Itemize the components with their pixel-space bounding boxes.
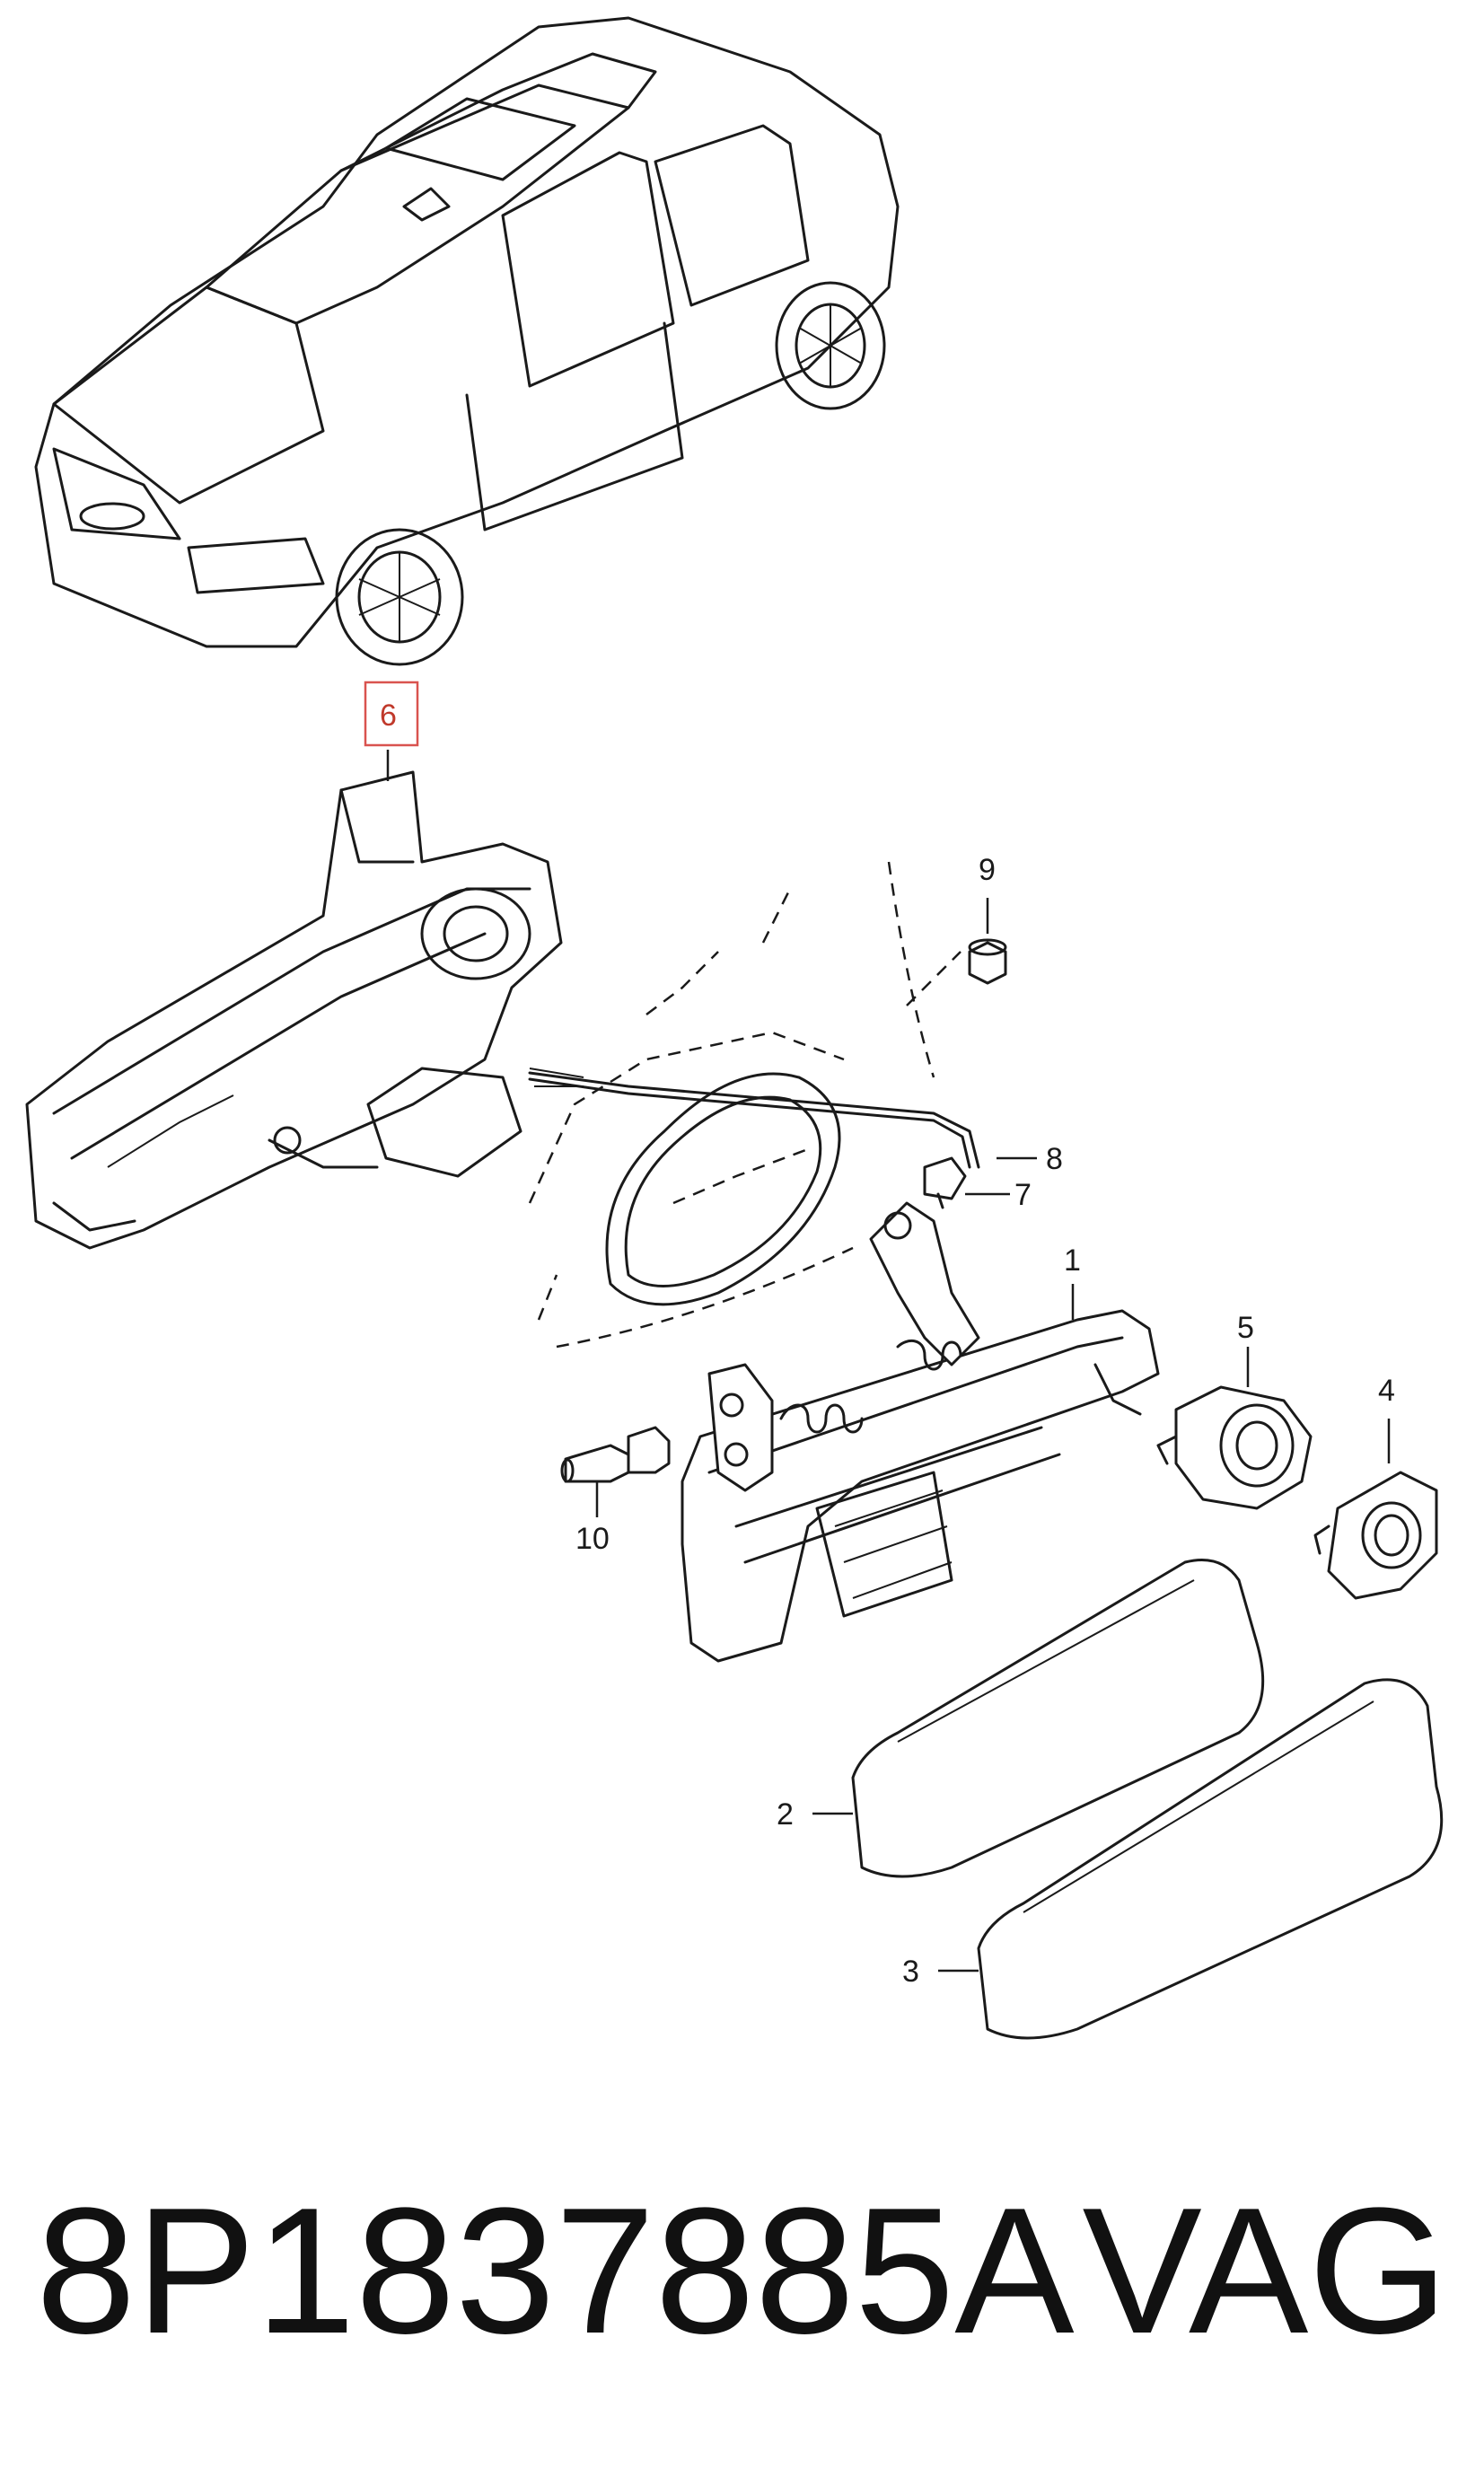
handle-cover-part-3 <box>977 1678 1444 2040</box>
callout-3: 3 <box>902 1955 919 1989</box>
callout-7: 7 <box>1014 1178 1032 1212</box>
rod-part-8 <box>528 1068 980 1169</box>
handle-carrier-part-1 <box>681 1201 1160 1663</box>
callout-2: 2 <box>777 1797 794 1832</box>
car-illustration <box>34 16 900 666</box>
callouts: 6 9 8 7 1 5 4 10 2 3 <box>364 681 1395 1989</box>
lock-cap-part-4 <box>1313 1471 1438 1600</box>
brand-caption: VAG <box>1082 2171 1448 2371</box>
callout-5: 5 <box>1237 1311 1254 1345</box>
cap-part-9 <box>968 938 1007 985</box>
callout-1: 1 <box>1064 1243 1081 1278</box>
clip-part-7 <box>923 1156 967 1209</box>
callout-6-highlight-box <box>364 681 419 747</box>
bracket-part-6 <box>25 770 563 1250</box>
callout-6: 6 <box>380 699 397 733</box>
callout-8: 8 <box>1046 1142 1063 1176</box>
lock-cylinder-part-5 <box>1156 1385 1313 1510</box>
callout-4: 4 <box>1378 1374 1395 1408</box>
part-number: 8P1837885A <box>36 2171 1075 2371</box>
callout-9: 9 <box>979 853 996 887</box>
callout-10: 10 <box>575 1522 610 1556</box>
leader-lines <box>386 750 1391 1973</box>
handle-cover-part-2 <box>851 1559 1265 1878</box>
door-panel-outline <box>528 861 962 1349</box>
part-number-caption: 8P1837885A <box>36 2171 1454 2371</box>
bolt-part-10 <box>560 1426 671 1483</box>
